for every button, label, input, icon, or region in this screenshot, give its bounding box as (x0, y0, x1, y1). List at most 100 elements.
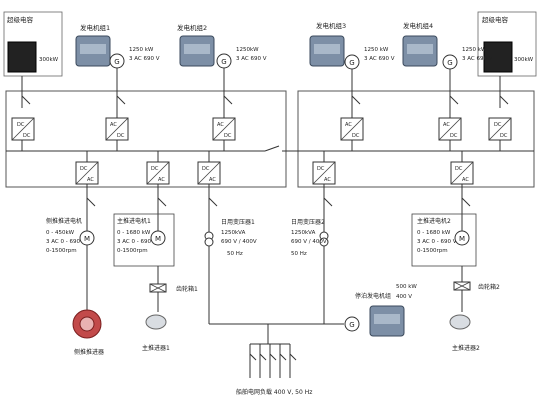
svg-text:0-1500rpm: 0-1500rpm (117, 248, 148, 254)
svg-text:0 - 450kW: 0 - 450kW (46, 230, 75, 236)
bus-tie-switch (264, 145, 280, 152)
svg-text:50 Hz: 50 Hz (291, 251, 307, 257)
main-propulsor-2: 主推进器2 (449, 314, 480, 352)
svg-text:AC: AC (110, 122, 117, 128)
converter-dcdc-right: DC DC (488, 117, 512, 141)
genset-2: 发电机组2 G 1250kW 3 AC 690 V (177, 23, 267, 69)
svg-text:G: G (349, 321, 354, 329)
svg-text:DC: DC (494, 122, 502, 128)
converter-dcac-transformer-1: DC AC (197, 161, 221, 185)
main-propulsor-1-label: 主推进器1 (142, 344, 170, 352)
genset-2-rating: 1250kW (236, 47, 259, 53)
svg-text:0-1500rpm: 0-1500rpm (417, 248, 448, 254)
transformer-2-title: 日用变压器2 (291, 218, 325, 226)
svg-text:DC: DC (117, 133, 125, 139)
motor-side-thruster-title: 侧推推进电机 (46, 217, 82, 225)
genset-3-rating: 1250 kW (364, 47, 389, 53)
dc-bus-frame-right (297, 90, 535, 188)
svg-text:AC: AC (158, 177, 165, 183)
svg-text:DC: DC (455, 166, 463, 172)
genset-4: 发电机组4 G 1250 kW 3 AC 690 V (402, 21, 493, 70)
svg-text:DC: DC (151, 166, 159, 172)
converter-acdc-genset-3: AC DC (340, 117, 364, 141)
svg-text:AC: AC (324, 177, 331, 183)
supercap-right: 超级电容 300kW (477, 11, 537, 77)
supercap-right-cabinet (483, 41, 513, 73)
svg-text:G: G (221, 58, 226, 66)
genset-3-voltage: 3 AC 690 V (364, 56, 395, 62)
svg-text:0 - 1680 kW: 0 - 1680 kW (417, 230, 451, 236)
genset-4-rating: 1250 kW (462, 47, 487, 53)
transformer-2: 日用变压器2 1250kVA 690 V / 400V 50 Hz (291, 218, 329, 257)
supercap-left-rating: 300kW (39, 57, 59, 63)
svg-text:50 Hz: 50 Hz (227, 251, 243, 257)
motor-main-1-title: 主推进电机1 (117, 217, 151, 225)
gearbox-1: 齿轮箱1 (149, 283, 198, 293)
svg-text:DC: DC (500, 133, 508, 139)
svg-text:3 AC 0 - 690 V: 3 AC 0 - 690 V (417, 239, 457, 245)
supercap-right-rating: 300kW (514, 57, 534, 63)
svg-text:DC: DC (80, 166, 88, 172)
svg-text:690 V / 400V: 690 V / 400V (221, 239, 257, 245)
svg-text:DC: DC (17, 122, 25, 128)
gearbox-1-label: 齿轮箱1 (176, 285, 198, 293)
converter-acdc-genset-2: AC DC (212, 117, 236, 141)
side-thruster-label: 侧推推进器 (74, 348, 104, 356)
motor-main-2-title: 主推进电机2 (417, 217, 451, 225)
genset-3: 发电机组3 G 1250 kW 3 AC 690 V (309, 21, 395, 70)
svg-text:1250kVA: 1250kVA (291, 230, 316, 236)
converter-acdc-genset-1: AC DC (105, 117, 129, 141)
converter-dcdc-left: DC DC (11, 117, 35, 141)
svg-text:DC: DC (224, 133, 232, 139)
svg-text:DC: DC (317, 166, 325, 172)
harbor-genset: G 停泊发电机组 500 kW 400 V (344, 284, 417, 337)
svg-text:AC: AC (87, 177, 94, 183)
gearbox-2: 齿轮箱2 (453, 281, 500, 291)
genset-1-rating: 1250 kW (129, 47, 154, 53)
svg-text:AC: AC (217, 122, 224, 128)
svg-text:3 AC 0 - 690 V: 3 AC 0 - 690 V (46, 239, 86, 245)
motor-main-2: 主推进电机2 0 - 1680 kW 3 AC 0 - 690 V 0-1500… (411, 213, 477, 267)
svg-text:M: M (155, 235, 161, 243)
converter-dcac-side-thruster: DC AC (75, 161, 99, 185)
genset-1: 发电机组1 G 1250 kW 3 AC 690 V (75, 23, 160, 69)
gearbox-2-label: 齿轮箱2 (478, 283, 500, 291)
grid-load-label: 船舶电网负载 400 V, 50 Hz (236, 388, 312, 396)
genset-3-title: 发电机组3 (316, 21, 346, 30)
grid-load-feeders (249, 344, 297, 378)
svg-text:DC: DC (450, 133, 458, 139)
converter-acdc-genset-4: AC DC (438, 117, 462, 141)
svg-text:G: G (114, 58, 119, 66)
harbor-genset-voltage: 400 V (396, 294, 412, 300)
svg-text:0 - 1680 kW: 0 - 1680 kW (117, 230, 151, 236)
supercap-left-title: 超级电容 (7, 15, 34, 24)
svg-text:G: G (447, 59, 452, 67)
svg-text:AC: AC (209, 177, 216, 183)
transformer-1: 日用变压器1 1250kVA 690 V / 400V 50 Hz (204, 218, 257, 257)
main-propulsor-2-label: 主推进器2 (452, 344, 480, 352)
side-thruster-propulsor: 侧推推进器 (72, 309, 104, 356)
motor-main-1: 主推进电机1 0 - 1680 kW 3 AC 0 - 690 V 0-1500… (113, 213, 175, 267)
harbor-genset-title: 停泊发电机组 (355, 292, 391, 300)
supercap-left: 超级电容 300kW (3, 11, 63, 77)
svg-text:AC: AC (443, 122, 450, 128)
genset-4-voltage: 3 AC 690 V (462, 56, 493, 62)
harbor-genset-rating: 500 kW (396, 284, 417, 290)
genset-1-title: 发电机组1 (80, 23, 110, 32)
dc-bus-frame-left (5, 90, 287, 188)
transformer-1-title: 日用变压器1 (221, 218, 255, 226)
svg-text:DC: DC (352, 133, 360, 139)
converter-dcac-main-1: DC AC (146, 161, 170, 185)
svg-text:3 AC 0 - 690 V: 3 AC 0 - 690 V (117, 239, 157, 245)
svg-text:AC: AC (345, 122, 352, 128)
svg-text:G: G (349, 59, 354, 67)
svg-text:0-1500rpm: 0-1500rpm (46, 248, 77, 254)
genset-2-voltage: 3 AC 690 V (236, 56, 267, 62)
genset-2-title: 发电机组2 (177, 23, 207, 32)
supercap-right-title: 超级电容 (482, 15, 509, 24)
converter-dcac-transformer-2: DC AC (312, 161, 336, 185)
genset-1-voltage: 3 AC 690 V (129, 56, 160, 62)
svg-text:DC: DC (202, 166, 210, 172)
supercap-left-cabinet (7, 41, 37, 73)
